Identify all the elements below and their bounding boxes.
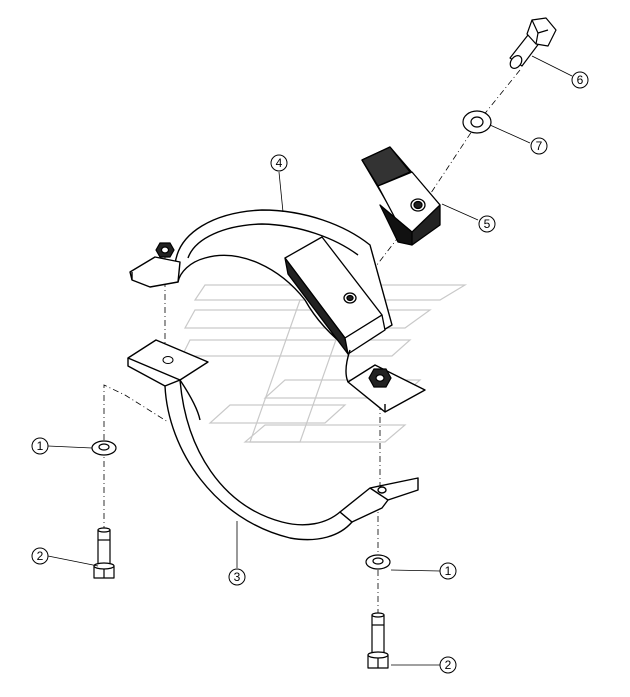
- band-pad-block: [284, 236, 386, 355]
- bolt-left: [93, 527, 115, 579]
- callout-3: 3: [228, 568, 246, 586]
- callout-2a: 2: [31, 547, 49, 565]
- svg-text:1: 1: [37, 439, 44, 453]
- washer-left: [91, 440, 117, 456]
- svg-text:3: 3: [234, 570, 241, 584]
- callout-5: 5: [478, 215, 496, 233]
- bolt-top: [509, 17, 557, 69]
- upper-right-nut: [368, 368, 392, 388]
- callout-6: 6: [571, 71, 589, 89]
- callout-2b: 2: [439, 656, 457, 674]
- callout-4: 4: [270, 154, 288, 172]
- callout-1a: 1: [31, 437, 49, 455]
- svg-text:5: 5: [484, 217, 491, 231]
- svg-text:6: 6: [577, 73, 584, 87]
- svg-text:2: 2: [445, 658, 452, 672]
- svg-text:1: 1: [445, 564, 452, 578]
- washer-top: [462, 110, 492, 134]
- svg-text:2: 2: [37, 549, 44, 563]
- upper-left-nut: [155, 242, 175, 258]
- leader-lines: [47, 55, 573, 666]
- bolt-right: [367, 612, 389, 669]
- clamp-block-part: [361, 146, 441, 246]
- washer-right: [365, 554, 391, 570]
- lower-left-flange-hole: [162, 356, 174, 364]
- callout-1b: 1: [439, 562, 457, 580]
- svg-text:7: 7: [536, 139, 543, 153]
- svg-text:4: 4: [276, 156, 283, 170]
- callout-7: 7: [530, 137, 548, 155]
- upper-right-flange: [345, 349, 426, 413]
